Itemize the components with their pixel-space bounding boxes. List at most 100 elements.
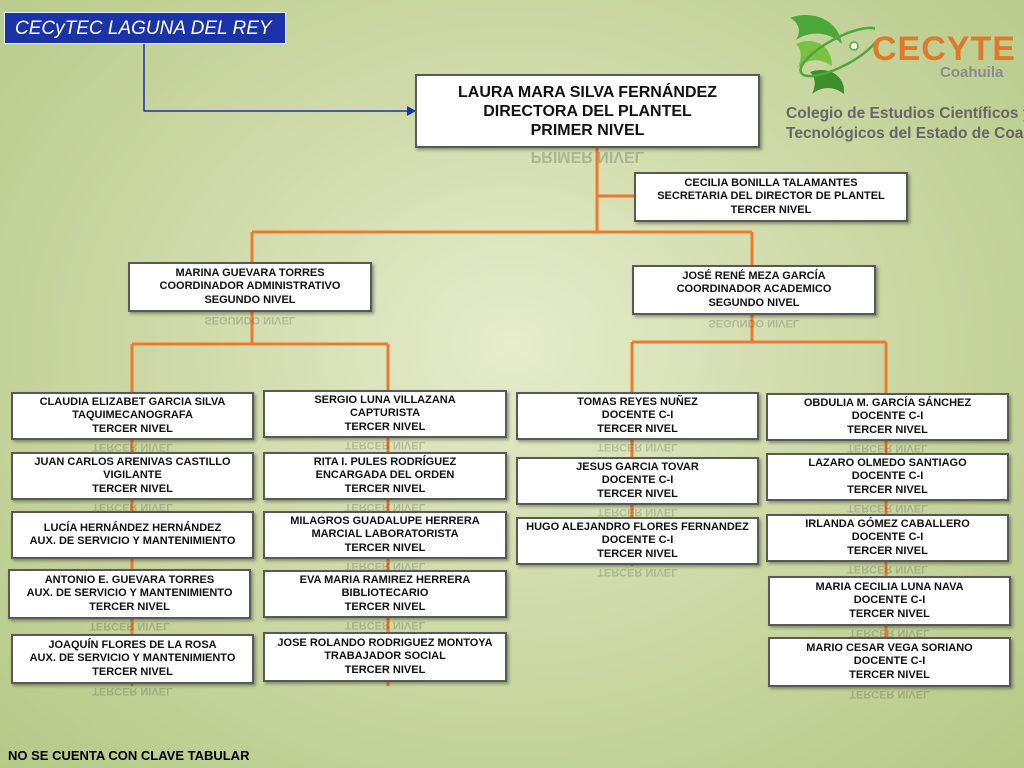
staff-level: TERCER NIVEL xyxy=(344,600,426,613)
logo-description: Colegio de Estudios Científicos y Tecnol… xyxy=(786,104,1024,144)
teacher-box: HUGO ALEJANDRO FLORES FERNANDEZ DOCENTE … xyxy=(516,517,759,565)
campus-tag: CECyTEC LAGUNA DEL REY xyxy=(4,12,286,44)
staff-role: ENCARGADA DEL ORDEN xyxy=(315,469,455,482)
admin-level-reflection: SEGUNDO NIVEL xyxy=(204,316,296,325)
teacher-level: TERCER NIVEL xyxy=(597,547,678,560)
teacher-role: DOCENTE C-I xyxy=(853,594,926,607)
teacher-name: JESUS GARCIA TOVAR xyxy=(576,460,699,473)
logo-wordmark: CECYTE xyxy=(872,30,1016,68)
teacher-level: TERCER NIVEL xyxy=(849,607,930,620)
teacher-name: MARIA CECILIA LUNA NAVA xyxy=(815,580,964,593)
teacher-level-reflection: TERCER NIVEL xyxy=(597,443,678,452)
staff-name: RITA I. PULES RODRÍGUEZ xyxy=(313,455,457,468)
teacher-level-reflection: TERCER NIVEL xyxy=(597,568,678,577)
teacher-level-reflection: TERCER NIVEL xyxy=(847,565,928,574)
teacher-name: MARIO CESAR VEGA SORIANO xyxy=(806,641,973,654)
logo-desc-line2: Tecnológicos del Estado de Coahuila xyxy=(786,125,1024,142)
staff-role: CAPTURISTA xyxy=(349,407,421,420)
staff-box: SERGIO LUNA VILLAZANA CAPTURISTA TERCER … xyxy=(263,390,507,438)
staff-name: JOSE ROLANDO RODRIGUEZ MONTOYA xyxy=(277,636,493,649)
logo-state: Coahuila xyxy=(940,64,1004,81)
staff-name: SERGIO LUNA VILLAZANA xyxy=(314,393,456,406)
teacher-level-reflection: TERCER NIVEL xyxy=(847,444,928,453)
staff-name: EVA MARIA RAMIREZ HERRERA xyxy=(299,573,471,586)
staff-role: MARCIAL LABORATORISTA xyxy=(311,528,459,541)
staff-role: AUX. DE SERVICIO Y MANTENIMIENTO xyxy=(29,652,236,665)
campus-arrow xyxy=(143,44,410,112)
teacher-box: LAZARO OLMEDO SANTIAGO DOCENTE C-I TERCE… xyxy=(766,453,1009,501)
acad-coordinator-box: JOSÉ RENÉ MEZA GARCÍA COORDINADOR ACADEM… xyxy=(632,265,876,315)
director-role: DIRECTORA DEL PLANTEL xyxy=(483,102,692,120)
staff-level-reflection: TERCER NIVEL xyxy=(92,443,173,452)
teacher-level-reflection: TERCER NIVEL xyxy=(847,504,928,513)
staff-level: TERCER NIVEL xyxy=(344,420,426,433)
staff-box: ANTONIO E. GUEVARA TORRES AUX. DE SERVIC… xyxy=(8,569,251,619)
admin-coordinator-level: SEGUNDO NIVEL xyxy=(204,293,296,306)
staff-box: LUCÍA HERNÁNDEZ HERNÁNDEZ AUX. DE SERVIC… xyxy=(11,511,254,559)
staff-box: EVA MARIA RAMIREZ HERRERA BIBLIOTECARIO … xyxy=(263,570,507,618)
staff-level: TERCER NIVEL xyxy=(344,541,426,554)
teacher-name: TOMAS REYES NUÑEZ xyxy=(577,395,698,408)
director-box: LAURA MARA SILVA FERNÁNDEZ DIRECTORA DEL… xyxy=(415,74,760,148)
staff-box: RITA I. PULES RODRÍGUEZ ENCARGADA DEL OR… xyxy=(263,452,507,500)
secretary-role: SECRETARIA DEL DIRECTOR DE PLANTEL xyxy=(657,190,885,203)
director-level-reflection: PRIMER NIVEL xyxy=(530,152,645,165)
staff-name: LUCÍA HERNÁNDEZ HERNÁNDEZ xyxy=(43,521,222,534)
staff-role: BIBLIOTECARIO xyxy=(341,587,429,600)
staff-level: TERCER NIVEL xyxy=(89,600,170,613)
teacher-level: TERCER NIVEL xyxy=(847,423,928,436)
teacher-box: MARIO CESAR VEGA SORIANO DOCENTE C-I TER… xyxy=(768,637,1011,687)
staff-level: TERCER NIVEL xyxy=(344,663,426,676)
teacher-role: DOCENTE C-I xyxy=(601,534,674,547)
teacher-level-reflection: TERCER NIVEL xyxy=(849,690,930,699)
staff-level-reflection: TERCER NIVEL xyxy=(89,622,170,631)
arrowhead-icon xyxy=(407,106,416,116)
teacher-name: IRLANDA GÓMEZ CABALLERO xyxy=(805,517,970,530)
staff-level-reflection: TERCER NIVEL xyxy=(344,441,426,450)
teacher-level: TERCER NIVEL xyxy=(847,544,928,557)
cecyte-logo: CECYTE Coahuila Colegio de Estudios Cien… xyxy=(780,8,1024,148)
staff-box: MILAGROS GUADALUPE HERRERA MARCIAL LABOR… xyxy=(263,511,507,559)
teacher-level: TERCER NIVEL xyxy=(847,483,928,496)
teacher-box: IRLANDA GÓMEZ CABALLERO DOCENTE C-I TERC… xyxy=(766,514,1009,562)
acad-coordinator-level: SEGUNDO NIVEL xyxy=(708,296,800,309)
logo-desc-line1: Colegio de Estudios Científicos y xyxy=(786,105,1024,122)
teacher-level-reflection: TERCER NIVEL xyxy=(597,508,678,517)
teacher-name: OBDULIA M. GARCÍA SÁNCHEZ xyxy=(803,396,972,409)
teacher-role: DOCENTE C-I xyxy=(851,531,924,544)
footer-note: NO SE CUENTA CON CLAVE TABULAR xyxy=(8,748,250,763)
staff-level: TERCER NIVEL xyxy=(92,482,173,495)
teacher-level: TERCER NIVEL xyxy=(597,487,678,500)
staff-name: JUAN CARLOS ARENIVAS CASTILLO xyxy=(34,455,231,468)
teacher-level: TERCER NIVEL xyxy=(597,422,678,435)
secretary-level: TERCER NIVEL xyxy=(730,203,812,216)
staff-role: TRABAJADOR SOCIAL xyxy=(324,650,446,663)
staff-level-reflection: TERCER NIVEL xyxy=(344,621,426,630)
staff-role: AUX. DE SERVICIO Y MANTENIMIENTO xyxy=(26,587,233,600)
staff-role: AUX. DE SERVICIO Y MANTENIMIENTO xyxy=(29,535,236,547)
staff-level-reflection: TERCER NIVEL xyxy=(92,687,173,696)
secretary-box: CECILIA BONILLA TALAMANTES SECRETARIA DE… xyxy=(634,172,908,222)
acad-coordinator-name: JOSÉ RENÉ MEZA GARCÍA xyxy=(682,269,826,282)
staff-box: JOSE ROLANDO RODRIGUEZ MONTOYA TRABAJADO… xyxy=(263,632,507,682)
staff-name: MILAGROS GUADALUPE HERRERA xyxy=(290,514,480,527)
teacher-box: JESUS GARCIA TOVAR DOCENTE C-I TERCER NI… xyxy=(516,457,759,505)
director-level: PRIMER NIVEL xyxy=(530,121,645,139)
staff-level: TERCER NIVEL xyxy=(344,482,426,495)
staff-name: ANTONIO E. GUEVARA TORRES xyxy=(44,573,215,586)
acad-level-reflection: SEGUNDO NIVEL xyxy=(708,319,800,328)
teacher-role: DOCENTE C-I xyxy=(851,410,924,423)
cecyte-emblem-icon xyxy=(790,15,875,94)
teacher-role: DOCENTE C-I xyxy=(851,470,924,483)
teacher-role: DOCENTE C-I xyxy=(601,409,674,422)
teacher-role: DOCENTE C-I xyxy=(601,474,674,487)
teacher-level: TERCER NIVEL xyxy=(849,668,930,681)
director-name: LAURA MARA SILVA FERNÁNDEZ xyxy=(458,83,717,101)
admin-coordinator-role: COORDINADOR ADMINISTRATIVO xyxy=(159,280,341,293)
admin-coordinator-name: MARINA GUEVARA TORRES xyxy=(175,266,325,279)
teacher-role: DOCENTE C-I xyxy=(853,655,926,668)
staff-name: CLAUDIA ELIZABET GARCIA SILVA xyxy=(39,395,226,408)
teacher-box: OBDULIA M. GARCÍA SÁNCHEZ DOCENTE C-I TE… xyxy=(766,393,1009,441)
acad-coordinator-role: COORDINADOR ACADEMICO xyxy=(676,283,832,296)
staff-box: JOAQUÍN FLORES DE LA ROSA AUX. DE SERVIC… xyxy=(11,634,254,684)
